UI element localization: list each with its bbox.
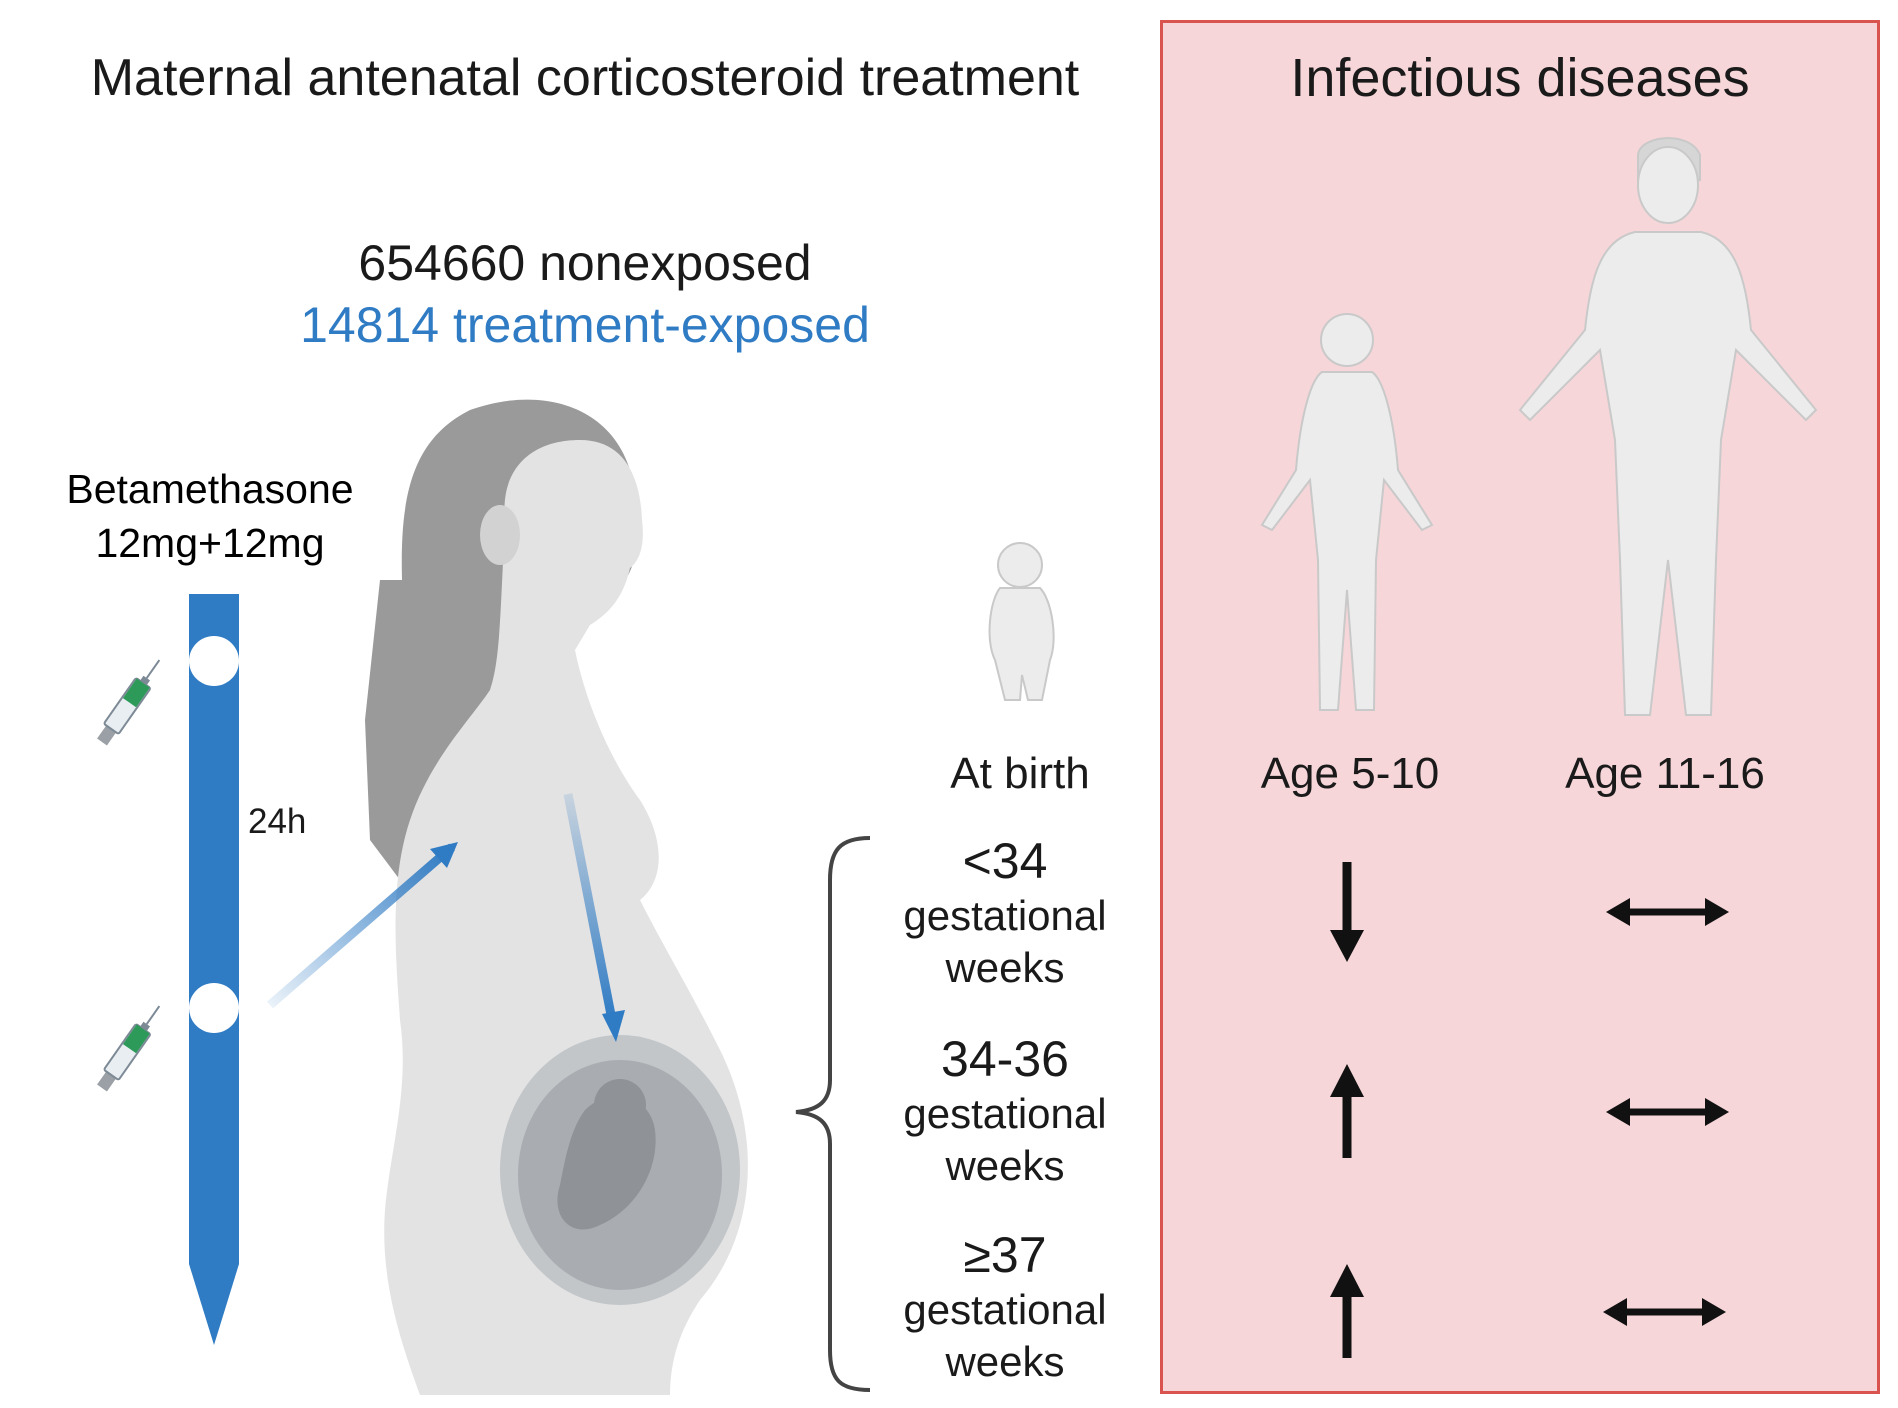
- newborn-figure: [988, 542, 1055, 701]
- exposed-count: 14814 treatment-exposed: [300, 297, 870, 353]
- placental-transfer-arrow: [563, 793, 617, 1021]
- group-label: 34-36 gestational weeks: [875, 1030, 1135, 1192]
- effect-arrow-bidirectional-icon: [1603, 1298, 1726, 1326]
- arrowhead-icon: [602, 1010, 625, 1042]
- cohort-counts: 654660 nonexposed 14814 treatment-expose…: [200, 232, 970, 356]
- effect-arrow-up-icon: [1330, 1064, 1364, 1158]
- group-line: weeks: [945, 1338, 1065, 1385]
- panel-title: Infectious diseases: [1290, 48, 1750, 108]
- column-label-age-5-10: Age 5-10: [1260, 749, 1440, 798]
- timeline-bar: [189, 594, 239, 1345]
- main-title: Maternal antenatal corticosteroid treatm…: [90, 49, 1080, 107]
- group-range: 34-36: [941, 1031, 1069, 1087]
- injection-arrow: [267, 843, 455, 1009]
- group-brace: [795, 836, 871, 1392]
- drug-label: Betamethasone 12mg+12mg: [30, 462, 390, 570]
- effect-arrow-down-icon: [1330, 862, 1364, 962]
- arrowhead-icon: [430, 842, 458, 868]
- syringe-icon: [97, 1005, 161, 1092]
- infectious-diseases-panel: [1160, 20, 1880, 1394]
- dose-interval: 24h: [248, 802, 307, 841]
- column-label-age-11-16: Age 11-16: [1565, 749, 1765, 798]
- effect-arrow-up-icon: [1330, 1264, 1364, 1358]
- child-figure: [1260, 313, 1434, 711]
- effect-arrow-bidirectional-icon: [1606, 898, 1729, 926]
- group-label: <34 gestational weeks: [875, 832, 1135, 994]
- group-label: ≥37 gestational weeks: [875, 1226, 1135, 1388]
- syringe-icon: [97, 659, 161, 746]
- group-line: gestational: [903, 892, 1107, 939]
- drug-name: Betamethasone: [66, 466, 354, 512]
- group-range: ≥37: [963, 1227, 1047, 1283]
- group-range: <34: [962, 833, 1048, 889]
- adolescent-figure: [1518, 137, 1818, 716]
- group-line: gestational: [903, 1090, 1107, 1137]
- group-line: gestational: [903, 1286, 1107, 1333]
- effect-arrow-bidirectional-icon: [1606, 1098, 1729, 1126]
- drug-dose: 12mg+12mg: [95, 520, 325, 566]
- nonexposed-count: 654660 nonexposed: [358, 235, 812, 291]
- column-label-at-birth: At birth: [950, 749, 1090, 798]
- pregnant-woman-silhouette: [365, 399, 748, 1395]
- group-line: weeks: [945, 1142, 1065, 1189]
- group-line: weeks: [945, 944, 1065, 991]
